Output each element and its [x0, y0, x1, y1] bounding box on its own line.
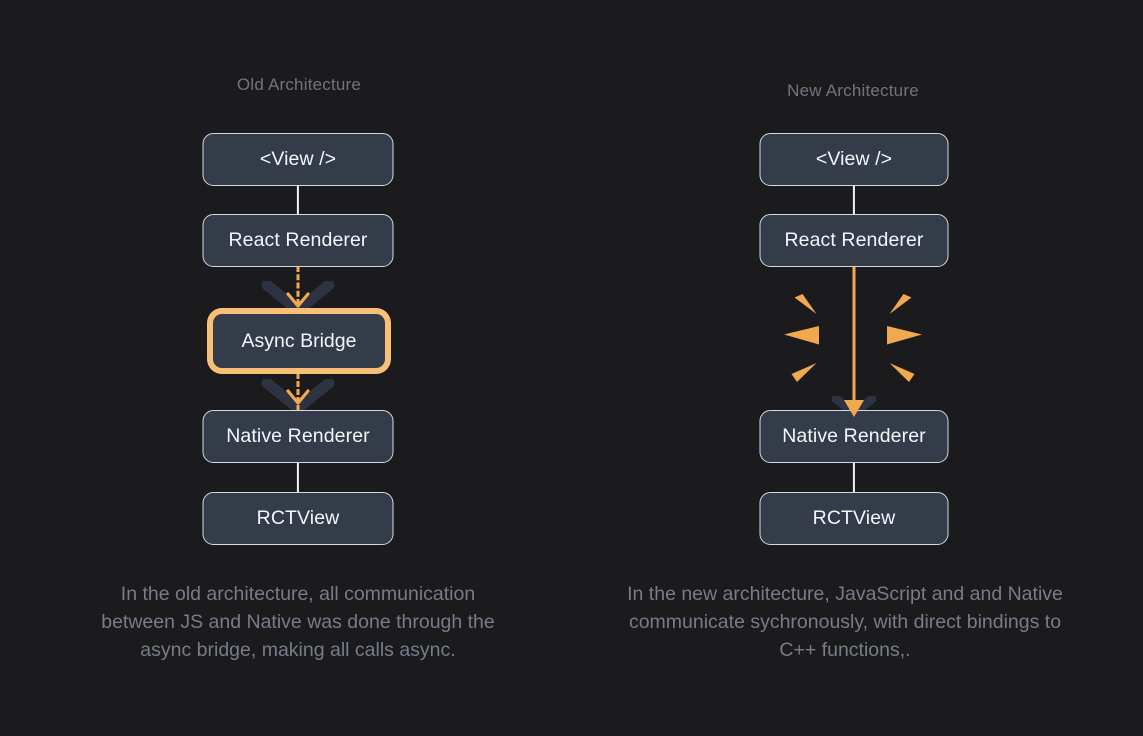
- connector-new-native-to-rctview: [852, 461, 856, 494]
- dashed-arrow-old-bridge-to-native-shaft: [296, 373, 300, 411]
- node-old-async-bridge-highlight-ring[interactable]: Async Bridge: [207, 308, 391, 374]
- node-old-async-bridge: Async Bridge: [213, 314, 385, 368]
- node-new-native-renderer[interactable]: Native Renderer: [759, 410, 949, 463]
- node-old-react-renderer[interactable]: React Renderer: [202, 214, 394, 267]
- column-title-new-architecture: New Architecture: [787, 81, 919, 100]
- solid-arrow-new-react-to-native-shaft: [852, 260, 856, 410]
- node-old-rctview[interactable]: RCTView: [202, 492, 394, 545]
- node-new-rctview[interactable]: RCTView: [759, 492, 949, 545]
- node-new-react-renderer[interactable]: React Renderer: [759, 214, 949, 267]
- connector-old-view-to-react-renderer: [296, 184, 300, 217]
- caption-new-architecture: In the new architecture, JavaScript and …: [627, 583, 1063, 661]
- column-title-old-architecture: Old Architecture: [236, 75, 362, 94]
- dashed-arrow-old-react-to-bridge-shaft: [296, 266, 300, 305]
- node-new-view[interactable]: <View />: [759, 133, 949, 186]
- connector-old-native-to-rctview: [296, 461, 300, 494]
- connector-new-view-to-react-renderer: [852, 184, 856, 217]
- caption-old-architecture: In the old architecture, all communicati…: [101, 583, 495, 661]
- node-old-view[interactable]: <View />: [202, 133, 394, 186]
- node-old-native-renderer[interactable]: Native Renderer: [202, 410, 394, 463]
